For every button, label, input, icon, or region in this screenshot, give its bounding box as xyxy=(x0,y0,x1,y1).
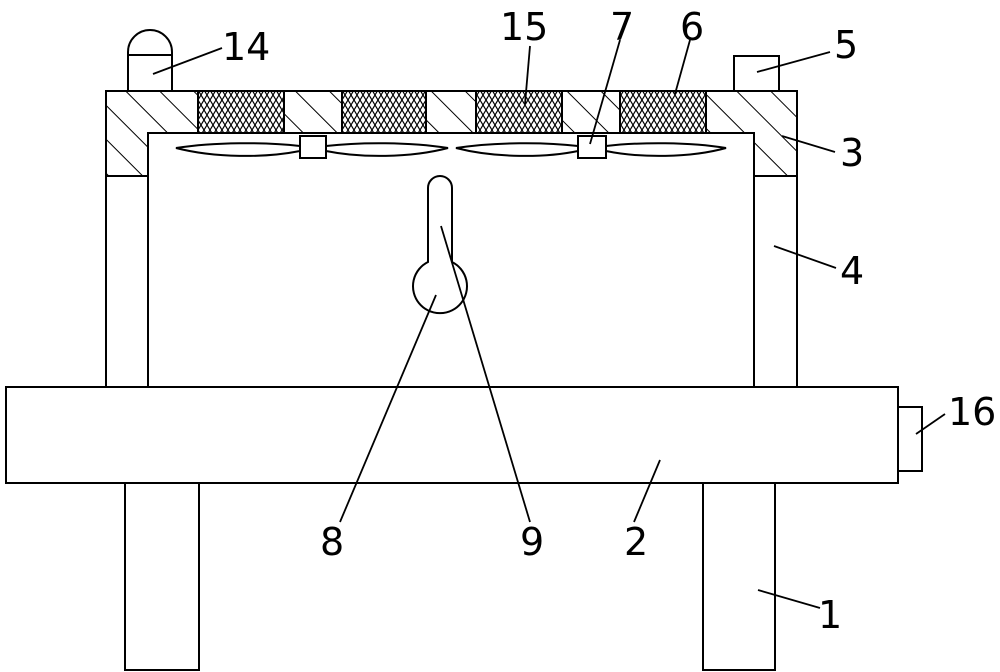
callout-1: 1 xyxy=(818,593,842,637)
switch-block xyxy=(733,55,780,92)
fan-assembly-right xyxy=(455,135,727,159)
fan-blade xyxy=(605,142,727,157)
right-side-wall xyxy=(753,175,798,388)
base-plate xyxy=(5,386,899,484)
left-side-wall xyxy=(105,175,149,388)
callout-2: 2 xyxy=(624,520,648,564)
callout-7: 7 xyxy=(610,5,634,49)
callout-5: 5 xyxy=(834,23,858,67)
callout-3: 3 xyxy=(840,131,864,175)
callout-14: 14 xyxy=(222,25,270,69)
leader-lines xyxy=(152,39,946,609)
callout-9: 9 xyxy=(520,520,544,564)
filter-mesh-panels xyxy=(197,90,707,134)
fan-assembly-left xyxy=(175,135,449,159)
left-leg xyxy=(124,482,200,671)
indicator-lamp xyxy=(127,29,173,92)
right-leg xyxy=(702,482,776,671)
callout-6: 6 xyxy=(680,5,704,49)
temperature-probe xyxy=(412,175,468,315)
fan-hub xyxy=(299,135,327,159)
callout-4: 4 xyxy=(840,249,864,293)
callout-16: 16 xyxy=(948,390,996,434)
fan-blade xyxy=(325,142,449,157)
callout-15: 15 xyxy=(500,5,548,49)
callout-8: 8 xyxy=(320,520,344,564)
side-connector xyxy=(897,406,923,472)
